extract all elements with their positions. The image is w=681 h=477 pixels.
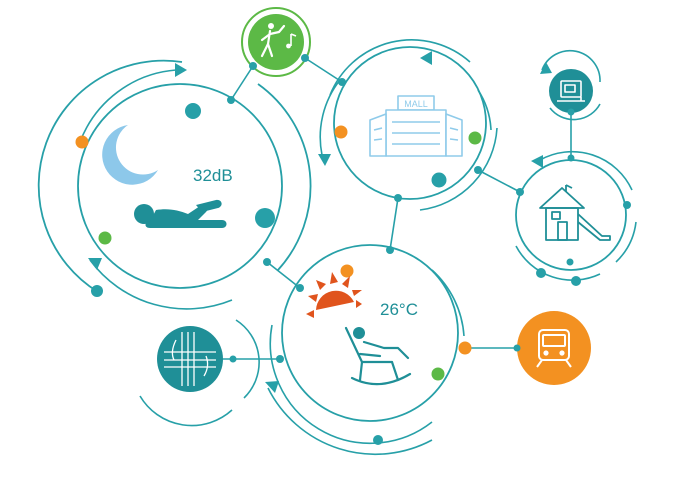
arrow-head-top [175,63,187,77]
sleeping-person-icon [134,199,227,228]
sleep-arc-bottom [89,259,233,310]
node-dot [474,166,482,174]
sleep-cluster: 32dB [37,59,312,310]
music-note-icon [286,33,297,49]
node-dot [249,62,257,70]
machine-arc [541,49,601,83]
playground-cluster [515,150,637,286]
train-icon [536,329,572,368]
machine-disc [549,69,593,113]
node-dot-green [431,367,445,381]
relax-cluster: 26°C [265,244,472,456]
node-dot [185,103,201,119]
sleep-outer-arc-left [37,59,183,293]
rocking-chair-person-icon [344,326,412,386]
connector-mall-relax [389,197,399,251]
roads-node [139,319,260,427]
connector-dance-mall [304,57,343,83]
connector-sleep-relax [266,261,301,289]
sleep-arc-top [79,69,177,143]
node-dot [255,208,275,228]
node-dot-orange [334,125,348,139]
mall-cluster: MALL [318,39,498,211]
mall-sign-text: MALL [404,99,428,109]
node-dot [338,78,346,86]
node-dot [431,172,447,188]
node-dot [301,54,309,62]
noise-level-label: 32dB [193,166,233,185]
arrow-head-relax [265,381,279,393]
roads-disc [157,326,223,392]
mall-outer-arc-right [419,127,498,211]
mall-outer-arc-left [319,79,341,156]
moon-icon [102,125,158,185]
connector-sleep-dance [230,65,254,101]
dance-disc [248,14,304,70]
node-dot [227,96,235,104]
node-dot [91,285,103,297]
sleep-outer-arc-right [257,83,312,271]
relax-inner-ring [281,244,459,422]
relax-outer-arc [267,387,433,456]
arrow-head-mall-top [420,51,432,65]
machine-node [540,49,601,162]
node-dot [263,258,271,266]
dance-ring [241,7,311,77]
playhouse-slide-icon [539,184,611,241]
train-disc [517,311,591,385]
temperature-label: 26°C [380,300,418,319]
mall-inner-ring [333,46,487,200]
sleep-inner-ring [77,83,283,289]
road-interchange-icon [164,332,216,386]
arrow-head-mall [318,154,331,166]
arrow-head-left [88,258,102,270]
train-node [513,311,591,385]
sun-icon [306,272,362,318]
dancing-person-icon [260,23,286,58]
node-dot-orange [340,264,354,278]
node-dot-orange [458,341,472,355]
playground-ring [515,159,627,271]
arrow-head-playground [531,155,543,168]
sewing-machine-icon [557,80,585,102]
node-dot-green [468,131,482,145]
node-dot-green [98,231,112,245]
node-dot-orange [75,135,89,149]
dance-node [241,7,311,77]
shopping-mall-icon [369,95,463,157]
connector-mall-playground [477,169,521,193]
node-dot [394,194,402,202]
mall-outer-arc-top [329,39,471,96]
